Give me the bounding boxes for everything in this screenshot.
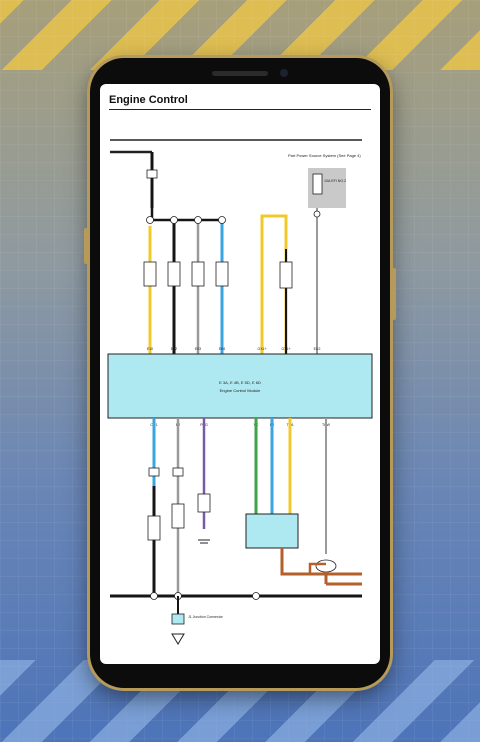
oxygen-sensor-box [279,261,293,289]
injector-box-1 [143,261,157,287]
black-wire-connector [146,169,158,179]
black-branch-wire [150,208,222,222]
injector-box-3 [191,261,205,287]
top-pin-4: E04 [219,347,225,351]
top-pin-2: E02 [171,347,177,351]
vsv-box [197,493,211,513]
bottom-bus-connector-1 [150,592,158,600]
ecm-block[interactable] [107,353,373,419]
top-pin-5: OX1+ [257,347,266,351]
connector-2 [170,216,178,224]
app-screen[interactable]: Engine Control Part Power Source System … [100,84,380,664]
front-camera-icon [280,69,288,77]
title-divider [109,109,371,110]
brown-wire-1 [280,548,362,576]
bottom-connector-1 [148,467,160,477]
injector-box-2 [167,261,181,287]
injector-box-4 [215,261,229,287]
connector-4 [218,216,226,224]
bottom-connector-2 [172,467,184,477]
sensor-box-bottom-1 [147,515,161,541]
fuse-label: 10A EFI NO.2 [324,179,346,183]
page-title: Engine Control [109,94,188,106]
phone-frame: Engine Control Part Power Source System … [84,58,396,688]
fuse-connector [313,210,321,218]
top-pin-3: E03 [195,347,201,351]
ecm-model-label: E 3A, E 4B, E 5D, E 6D [219,380,261,385]
sensor-box-bottom-2 [171,503,185,529]
junction-connector-label: J1 Junction Connector [188,615,224,619]
ground-triangle-icon [171,633,185,645]
temp-sensor-icon [315,559,337,573]
junction-connector [171,613,185,625]
connector-3 [194,216,202,224]
fuse-icon [312,173,323,195]
power-button [392,268,396,320]
connector-1 [146,216,154,224]
sensor-module-box [245,513,299,549]
bottom-bus-connector-3 [252,592,260,600]
top-pin-1: E10 [147,347,153,351]
brown-wire-2 [308,562,326,574]
top-pin-6: OX1+ [281,347,290,351]
volume-button [84,228,88,264]
phone-speaker [212,71,268,76]
power-source-label: Part Power Source System (See Page 4) [288,153,361,158]
wiring-diagram[interactable]: Part Power Source System (See Page 4) 10… [100,84,380,664]
ecm-name-label: Engine Control Module [220,388,261,393]
top-pin-7: EU2 [314,347,321,351]
